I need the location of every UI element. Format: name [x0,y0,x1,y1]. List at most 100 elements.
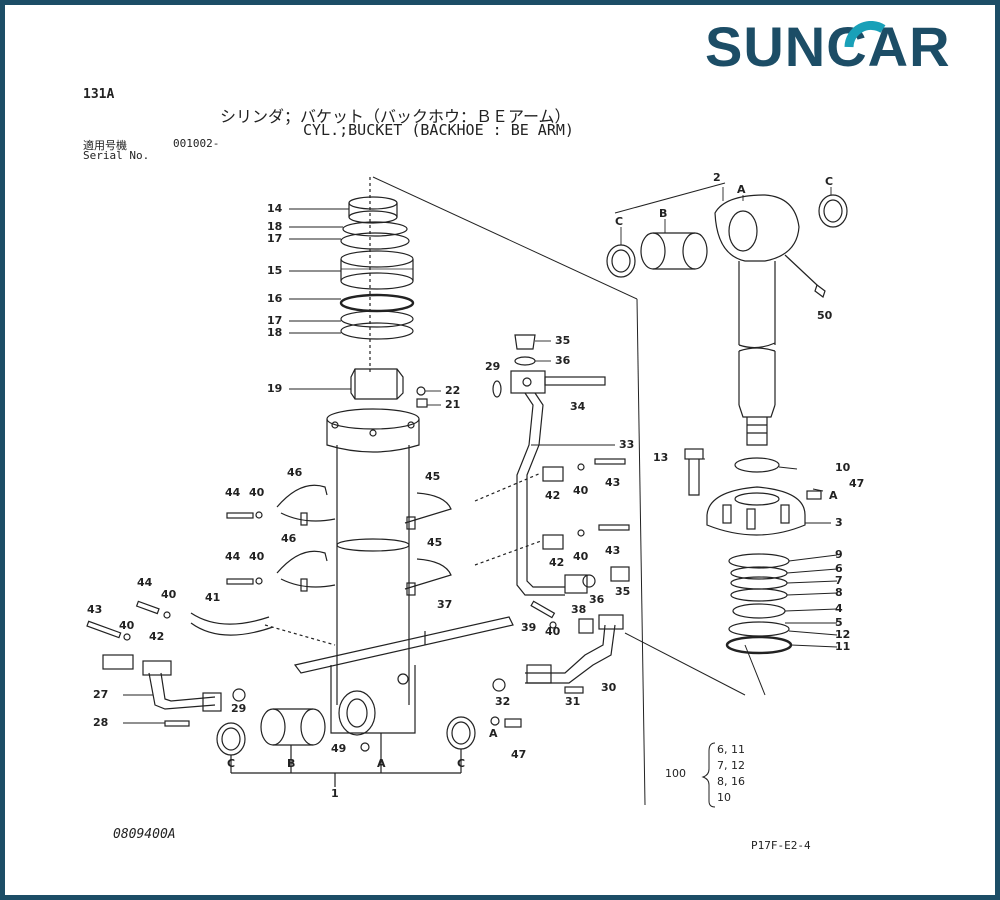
page-code: 131A [83,87,115,102]
part-label-14: 14 [267,202,283,215]
serial-label-en: Serial No. [83,149,150,162]
part-label-43-right-mid: 43 [605,544,621,557]
part-label-6-right: 6 [835,562,843,575]
part-label-44-mid: 44 [225,550,241,563]
part-label-C-top-right: C [825,175,834,188]
part-label-32: 32 [495,695,511,708]
part-label-2: 2 [713,171,721,184]
part-label-15: 15 [267,264,283,277]
part-label-40-far-left: 40 [119,619,135,632]
part-label-40-center: 40 [545,625,561,638]
part-label-36-top: 36 [555,354,571,367]
part-label-40-left: 40 [161,588,177,601]
part-label-47-right: 47 [849,477,865,490]
part-label-47-bottom: 47 [511,748,527,761]
part-label-30: 30 [601,681,617,694]
part-label-C-top-left: C [615,215,624,228]
part-label-35-mid: 35 [615,585,631,598]
serial-label-jp: 適用号機 [83,139,127,152]
bottom-callout-brackets [230,733,462,787]
kit-line-4: 10 [717,791,731,804]
piston-rod-assembly [339,177,428,408]
part-label-44-top: 44 [225,486,241,499]
part-label-18-top: 18 [267,220,283,233]
part-label-49: 49 [331,742,347,755]
part-label-35-top: 35 [555,334,571,347]
page-reference: P17F-E2-4 [751,839,811,852]
exploded-view-diagram [86,176,848,808]
part-label-45-mid: 45 [427,536,443,549]
part-label-A-right: A [829,489,838,502]
kit-line-1: 6, 11 [717,743,745,756]
logo-text-sun: SUN [705,15,827,78]
part-label-42-right-mid: 42 [549,556,565,569]
kit-line-2: 7, 12 [717,759,745,772]
part-label-7: 7 [835,574,843,587]
part-label-34: 34 [570,400,586,413]
part-label-41: 41 [205,591,221,604]
serial-value: 001002- [173,137,220,150]
assembly-guide-lines [372,176,766,806]
cylinder-tube [326,408,420,736]
part-label-38: 38 [571,603,587,616]
part-label-31: 31 [565,695,581,708]
part-label-8: 8 [835,586,843,599]
logo-accent-icon [844,21,886,48]
part-label-36-mid: 36 [589,593,605,606]
part-label-17-bottom: 17 [267,314,283,327]
diagram-frame: SUNCAR 131A シリンダ；バケット（バックホウ：ＢＥアーム） CYL.;… [5,5,995,895]
part-label-29-bottom: 29 [231,702,247,715]
part-label-40-mid: 40 [249,550,265,563]
part-label-42-left: 42 [149,630,165,643]
title-english: CYL.;BUCKET (BACKHOE : BE ARM) [303,121,574,139]
kit-brace [701,742,716,808]
part-label-19: 19 [267,382,283,395]
part-label-40-right-top: 40 [573,484,589,497]
kit-line-3: 8, 16 [717,775,745,788]
part-label-18-bottom: 18 [267,326,283,339]
part-label-40-top: 40 [249,486,265,499]
part-label-33: 33 [619,438,635,451]
part-label-1: 1 [331,787,339,800]
part-label-28: 28 [93,716,109,729]
part-label-5: 5 [835,616,843,629]
part-label-B-bottom: B [287,757,296,770]
part-label-3: 3 [835,516,843,529]
part-label-46-top: 46 [287,466,303,479]
part-label-12: 12 [835,628,851,641]
suncar-logo: SUNCAR [705,17,951,77]
bottom-bushings [216,708,522,756]
part-label-11: 11 [835,640,851,653]
kit-number: 100 [665,767,686,780]
part-label-C-bottom-left: C [227,757,236,770]
part-label-17-top: 17 [267,232,283,245]
rod-eye-assembly [606,194,848,655]
part-label-44-left: 44 [137,576,153,589]
part-label-9: 9 [835,548,843,561]
part-label-43-left: 43 [87,603,103,616]
part-label-29-top: 29 [485,360,501,373]
part-label-10: 10 [835,461,851,474]
bracket-and-pipe-30 [293,566,630,694]
part-label-37: 37 [437,598,453,611]
part-label-43-right-top: 43 [605,476,621,489]
part-label-B-top: B [659,207,668,220]
part-label-4: 4 [835,602,843,615]
part-label-A-top: A [737,183,746,196]
pipe-27-assembly [86,600,336,727]
part-label-13: 13 [653,451,669,464]
part-label-A-bottom: A [377,757,386,770]
drawing-number: 0809400A [113,827,176,842]
part-label-39: 39 [521,621,537,634]
part-label-16: 16 [267,292,283,305]
part-label-45-top: 45 [425,470,441,483]
title-japanese: シリンダ；バケット（バックホウ：ＢＥアーム） [220,107,571,126]
part-label-C-bottom-right: C [457,757,466,770]
part-label-A-bottom-small: A [489,727,498,740]
part-label-42-top: 42 [545,489,561,502]
leader-lines [123,187,838,724]
part-label-40-right-mid: 40 [573,550,589,563]
clamps [226,458,630,596]
part-label-27: 27 [93,688,109,701]
part-label-46-mid: 46 [281,532,297,545]
